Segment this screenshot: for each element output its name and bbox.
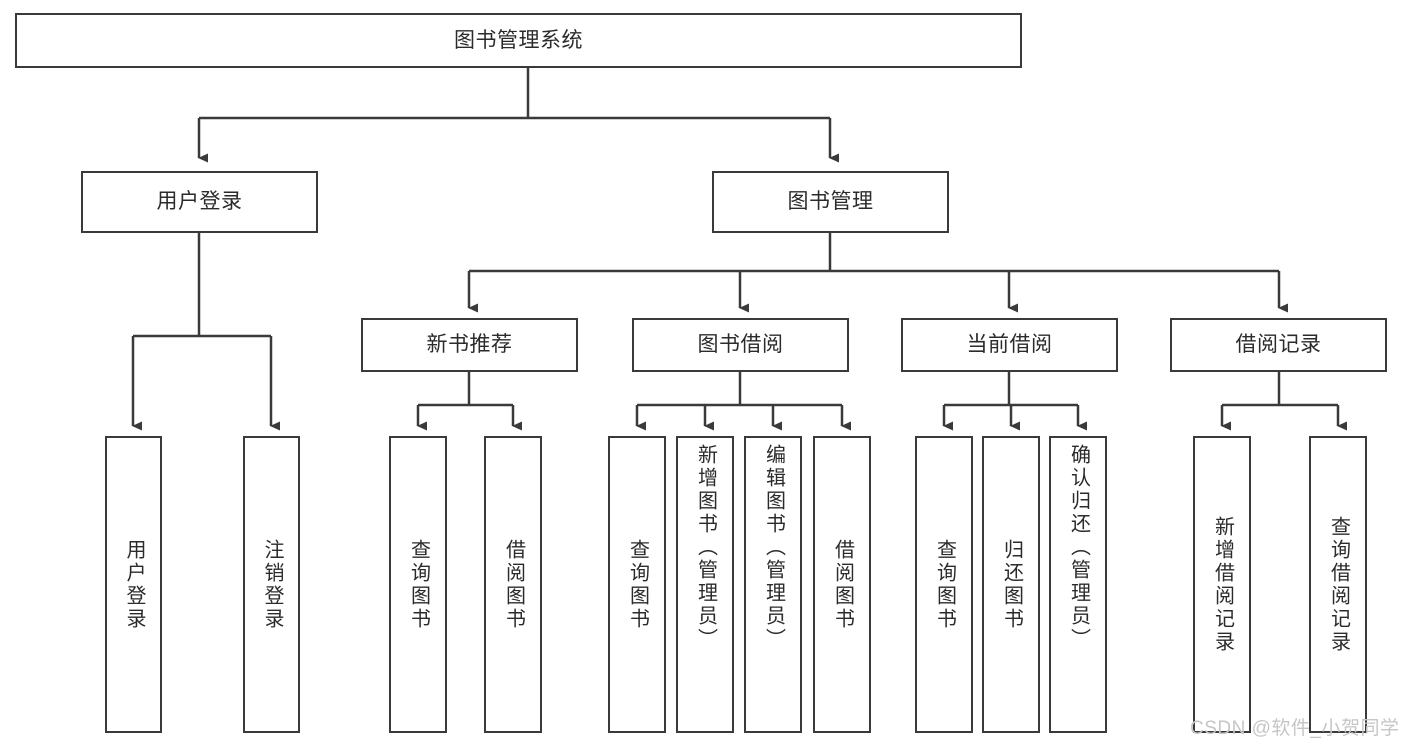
node-label: 图书管理系统 bbox=[454, 28, 583, 52]
node-label: 注销登录 bbox=[261, 538, 283, 631]
node-book-management[interactable]: 图书管理 bbox=[712, 171, 949, 233]
leaf-borrow-record-add[interactable]: 新增借阅记录 bbox=[1193, 436, 1251, 733]
node-label: 新增借阅记录 bbox=[1211, 515, 1234, 654]
node-label: 借阅图书 bbox=[502, 538, 525, 631]
node-label: 借阅图书 bbox=[831, 538, 854, 631]
node-new-book-recommend[interactable]: 新书推荐 bbox=[361, 318, 578, 372]
node-label: 查询借阅记录 bbox=[1327, 515, 1350, 654]
connector-lines bbox=[131, 68, 1347, 431]
node-root-book-management-system[interactable]: 图书管理系统 bbox=[15, 13, 1022, 68]
node-book-borrow[interactable]: 图书借阅 bbox=[632, 318, 849, 372]
node-label: 查询图书 bbox=[933, 538, 956, 631]
leaf-new-book-query[interactable]: 查询图书 bbox=[389, 436, 447, 733]
leaf-current-borrow-return[interactable]: 归还图书 bbox=[982, 436, 1040, 733]
node-label: 当前借阅 bbox=[966, 333, 1053, 357]
node-label: 图书借阅 bbox=[697, 333, 784, 357]
node-label: 新书推荐 bbox=[426, 333, 513, 357]
node-label: 归还图书 bbox=[1000, 538, 1023, 631]
node-borrow-record[interactable]: 借阅记录 bbox=[1170, 318, 1387, 372]
leaf-borrow-record-query[interactable]: 查询借阅记录 bbox=[1309, 436, 1367, 733]
leaf-new-book-borrow[interactable]: 借阅图书 bbox=[484, 436, 542, 733]
leaf-book-borrow-edit-admin[interactable]: 编辑图书（管理员） bbox=[744, 436, 802, 733]
node-label: 查询图书 bbox=[626, 538, 649, 631]
node-label: 编辑图书（管理员） bbox=[762, 444, 785, 651]
node-label: 用户登录 bbox=[156, 190, 243, 214]
leaf-user-login-login[interactable]: 用户登录 bbox=[105, 436, 162, 733]
node-label: 借阅记录 bbox=[1235, 333, 1322, 357]
leaf-current-borrow-query[interactable]: 查询图书 bbox=[915, 436, 973, 733]
node-label: 查询图书 bbox=[407, 538, 430, 631]
node-label: 用户登录 bbox=[123, 538, 145, 631]
leaf-current-borrow-confirm-admin[interactable]: 确认归还（管理员） bbox=[1049, 436, 1107, 733]
leaf-book-borrow-query[interactable]: 查询图书 bbox=[608, 436, 666, 733]
node-current-borrow[interactable]: 当前借阅 bbox=[901, 318, 1118, 372]
leaf-user-login-logout[interactable]: 注销登录 bbox=[243, 436, 300, 733]
node-label: 图书管理 bbox=[787, 190, 874, 214]
node-label: 新增图书（管理员） bbox=[694, 444, 717, 651]
node-user-login[interactable]: 用户登录 bbox=[81, 171, 318, 233]
node-label: 确认归还（管理员） bbox=[1067, 444, 1090, 651]
leaf-book-borrow-add-admin[interactable]: 新增图书（管理员） bbox=[676, 436, 734, 733]
leaf-book-borrow-borrow[interactable]: 借阅图书 bbox=[813, 436, 871, 733]
